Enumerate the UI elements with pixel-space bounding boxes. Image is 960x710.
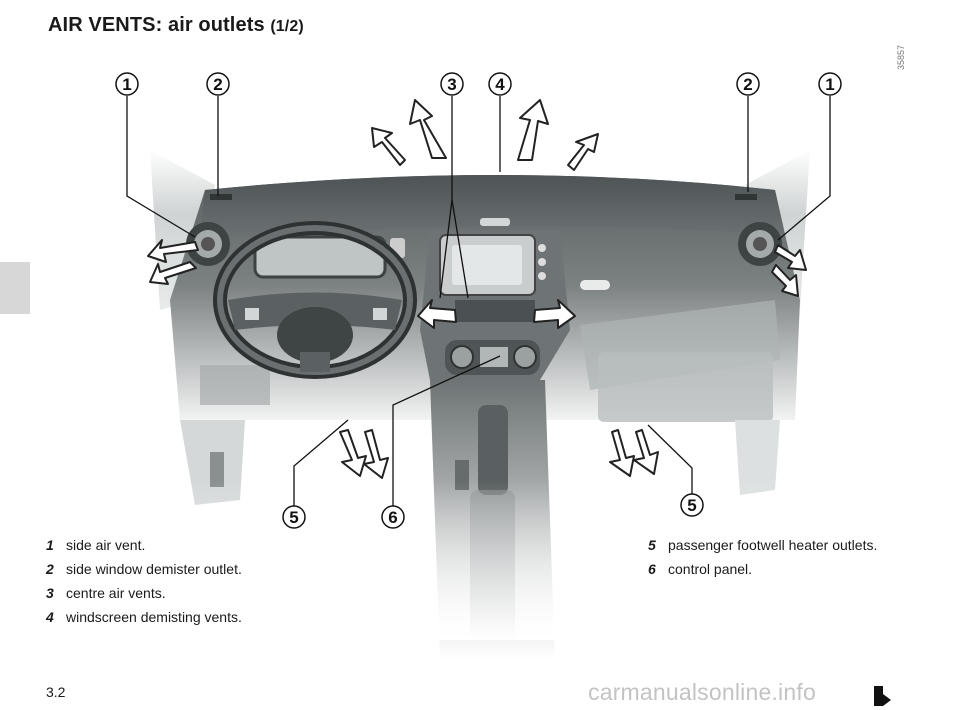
- figure-code: 35857: [896, 44, 906, 70]
- dashboard-top: [200, 175, 785, 240]
- left-side-vent: [186, 222, 230, 266]
- airflow-arrows: [147, 99, 807, 479]
- page-title: AIR VENTS: air outlets (1/2): [48, 14, 304, 36]
- svg-text:2: 2: [213, 75, 222, 94]
- callout-3: 3: [440, 72, 464, 96]
- svg-text:1: 1: [825, 75, 834, 94]
- callout-6: 6: [381, 505, 405, 529]
- title-pager: (1/2): [270, 18, 304, 35]
- watermark: carmanualsonline.info: [588, 679, 816, 705]
- svg-text:4: 4: [495, 75, 505, 94]
- centre-vents: [455, 300, 535, 322]
- callout-5-left: 5: [282, 505, 306, 529]
- callout-1-right: 1: [818, 72, 842, 96]
- svg-text:2: 2: [743, 75, 752, 94]
- svg-text:1: 1: [122, 75, 131, 94]
- callout-markers: 1 2 3 4 2 1 5 6 5: [115, 72, 842, 529]
- callout-2-right: 2: [736, 72, 760, 96]
- callout-4: 4: [488, 72, 512, 96]
- callout-5-right: 5: [680, 493, 704, 517]
- svg-text:5: 5: [289, 508, 298, 527]
- callout-2-left: 2: [206, 72, 230, 96]
- steering-wheel: [213, 221, 417, 379]
- chapter-tab: [0, 262, 30, 314]
- leader-lines: [126, 96, 831, 506]
- callout-1-left: 1: [115, 72, 139, 96]
- svg-text:3: 3: [447, 75, 456, 94]
- page-number: 3.2: [46, 684, 66, 700]
- svg-text:5: 5: [687, 496, 696, 515]
- svg-text:6: 6: [388, 508, 397, 527]
- right-side-vent: [738, 222, 782, 266]
- continue-marker-icon: [874, 686, 891, 706]
